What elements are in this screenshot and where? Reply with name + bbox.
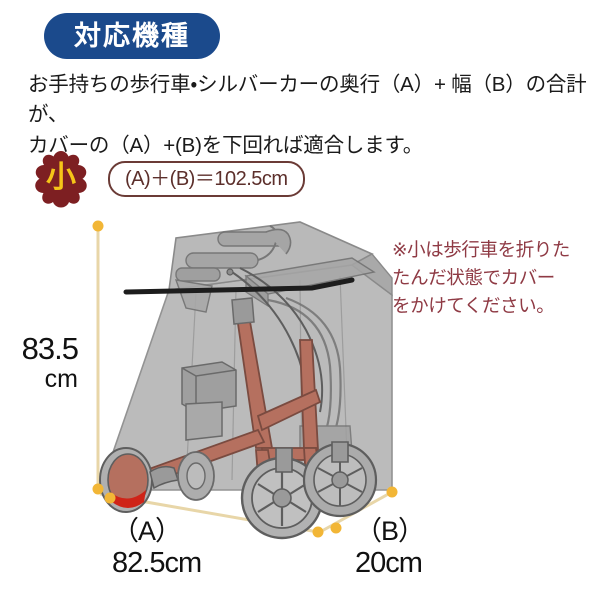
wheel-mid xyxy=(177,451,215,501)
wheel-rear-back xyxy=(302,442,378,518)
walker-illustration xyxy=(0,180,600,540)
dimension-height-value: 83.5 xyxy=(21,331,79,366)
elastic-band xyxy=(123,277,355,295)
storage-basket xyxy=(181,361,237,441)
total-dimension-value: (A)＋(B)＝102.5cm xyxy=(125,168,288,190)
handlebars xyxy=(174,225,292,313)
dimension-width-value: 20cm xyxy=(355,547,423,579)
dimension-height-unit: cm xyxy=(44,365,78,393)
lead-description: お手持ちの歩行車・シルバーカーの奥行（A）+ 幅（B）の合計が、 カバーの（A）… xyxy=(28,73,587,157)
total-dimension-pill: (A)＋(B)＝102.5cm xyxy=(108,161,305,197)
walker-diagram-svg xyxy=(92,220,398,540)
usage-note: ※小は歩行車を折りた たんだ状態でカバー をかけてください。 xyxy=(392,239,571,317)
size-seal-label: 小 xyxy=(46,161,76,194)
dimension-depth-value: 82.5cm xyxy=(112,547,202,579)
dimension-depth-tag: （A） xyxy=(112,516,182,546)
dimension-label-width: （B） 20cm xyxy=(355,518,505,578)
size-seal-badge: 小 xyxy=(30,150,92,208)
seal-flower-icon xyxy=(35,151,87,208)
page-title: 対応機種 xyxy=(74,20,190,51)
section-header-badge: 対応機種 xyxy=(44,13,220,59)
dimension-label-depth: （A） 82.5cm xyxy=(112,518,262,578)
dimension-label-height: 83.5 cm xyxy=(6,331,79,393)
dimension-endpoint-dots xyxy=(92,220,398,538)
dimension-width-tag: （B） xyxy=(355,516,425,546)
